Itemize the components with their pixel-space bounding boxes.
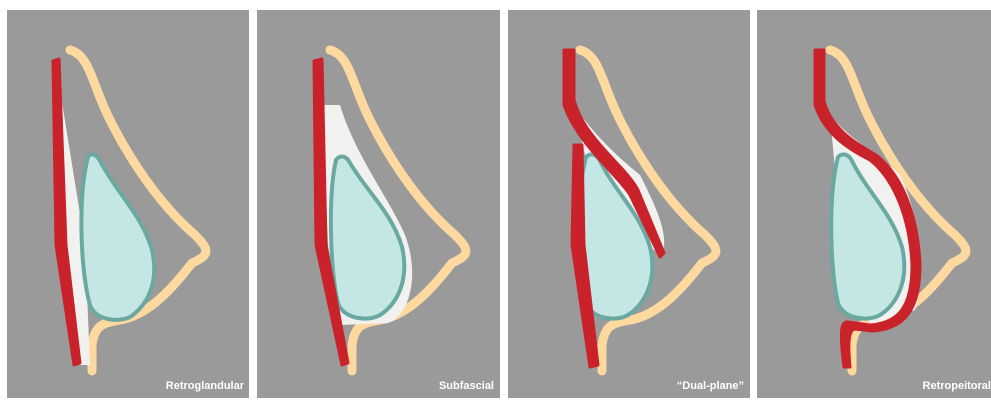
panel-caption: Retroglandular [166, 380, 245, 392]
panel-caption: Retropeitoral [923, 380, 991, 392]
panel-retroglandular: Retroglandular [7, 10, 249, 398]
panel-dual-plane: “Dual-plane” [508, 10, 750, 398]
panel-subfascial: Subfascial [257, 10, 500, 398]
panel-caption: “Dual-plane” [677, 380, 744, 392]
panel-retropeitoral: Retropeitoral [757, 10, 991, 398]
panel-caption: Subfascial [439, 380, 494, 392]
